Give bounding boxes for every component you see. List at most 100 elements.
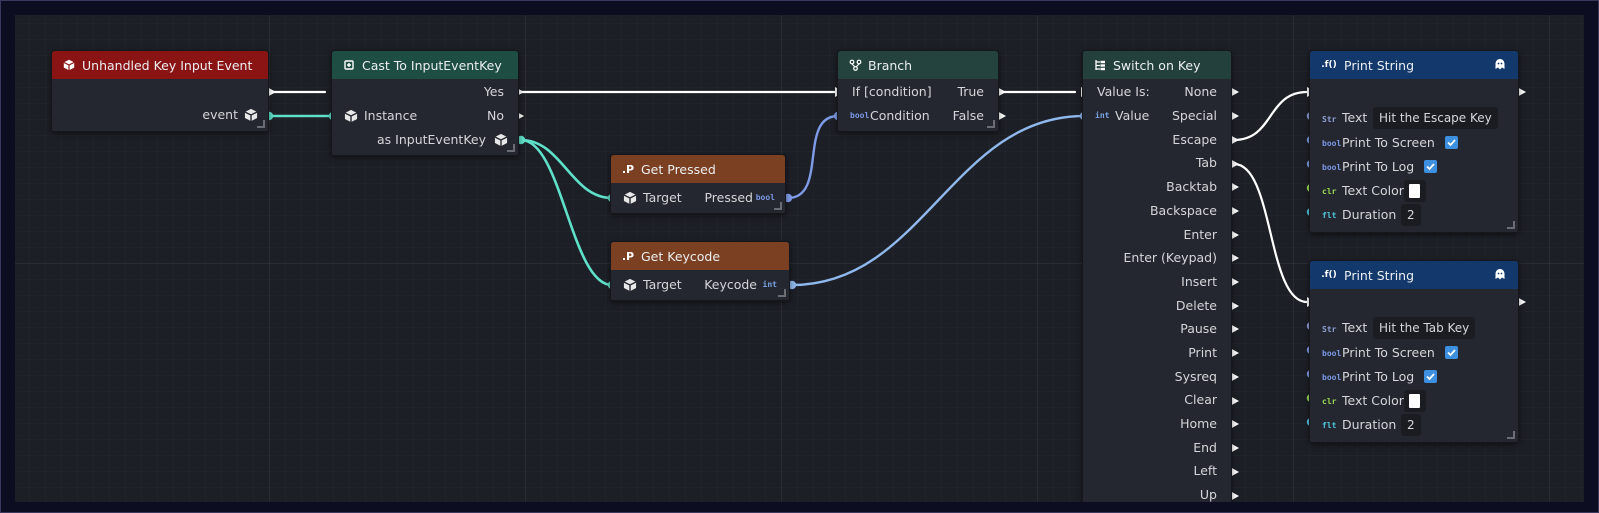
object-wire[interactable] <box>519 138 614 287</box>
node-unhandled-key-input-event[interactable]: Unhandled Key Input Event event <box>51 50 269 132</box>
case-label-up: Up <box>1199 487 1217 502</box>
field-label-duration: Duration <box>1342 417 1397 432</box>
node-header[interactable]: .f() Print String <box>1310 51 1518 79</box>
string-type-tag: Str <box>1322 115 1337 124</box>
print-to-screen-checkbox[interactable] <box>1445 346 1458 359</box>
exec-pin[interactable] <box>1517 297 1526 307</box>
node-print-string-tab[interactable]: .f() Print String Str Text Hit the Tab K… <box>1309 260 1519 443</box>
exec-pin[interactable] <box>267 87 276 97</box>
node-branch[interactable]: Branch If [condition] True bool Conditio… <box>837 50 999 132</box>
pin-label-false: False <box>952 108 984 123</box>
color-type-tag: clr <box>1322 397 1337 406</box>
exec-wire[interactable] <box>1232 162 1309 304</box>
check-icon <box>1447 139 1456 147</box>
node-header[interactable]: .f() Print String <box>1310 261 1518 289</box>
text-input[interactable]: Hit the Escape Key <box>1373 107 1498 129</box>
pin-label-target: Target <box>643 190 682 205</box>
resize-handle[interactable] <box>987 120 995 128</box>
bool-wire[interactable] <box>786 114 840 200</box>
exec-pin[interactable] <box>1230 87 1239 97</box>
node-get-pressed[interactable]: .P Get Pressed Target Pressed bool <box>610 154 786 214</box>
print-to-log-checkbox[interactable] <box>1424 160 1437 173</box>
object-type-icon <box>344 109 358 123</box>
exec-pin[interactable] <box>1230 324 1239 334</box>
node-title: Get Pressed <box>641 161 716 177</box>
debug-bug-icon <box>1495 59 1505 70</box>
field-label-text: Text <box>1342 320 1368 335</box>
node-get-keycode[interactable]: .P Get Keycode Target Keycode int <box>610 241 790 301</box>
pin-label-no: No <box>487 108 504 123</box>
exec-pin[interactable] <box>1230 301 1239 311</box>
exec-pin[interactable] <box>1230 419 1239 429</box>
field-label-text-color: Text Color <box>1342 393 1404 408</box>
node-header[interactable]: Branch <box>838 51 998 79</box>
int-type-tag: int <box>762 280 777 289</box>
exec-pin[interactable] <box>1230 348 1239 358</box>
node-header[interactable]: Switch on Key <box>1083 51 1231 79</box>
int-wire[interactable] <box>790 114 1086 287</box>
print-to-screen-checkbox[interactable] <box>1445 136 1458 149</box>
exec-pin[interactable] <box>1230 467 1239 477</box>
resize-handle[interactable] <box>257 120 265 128</box>
exec-pin[interactable] <box>1230 443 1239 453</box>
exec-pin[interactable] <box>1230 135 1239 145</box>
node-cast-to-inputeventkey[interactable]: Cast To InputEventKey Yes Instance No as… <box>331 50 519 156</box>
resize-handle[interactable] <box>774 202 782 210</box>
exec-pin[interactable] <box>1230 111 1239 121</box>
exec-pin[interactable] <box>997 87 1006 97</box>
node-print-string-escape[interactable]: .f() Print String Str Text Hit the Escap… <box>1309 50 1519 233</box>
bool-type-tag: bool <box>1322 139 1342 148</box>
text-input[interactable]: Hit the Tab Key <box>1373 317 1476 339</box>
bool-type-tag: bool <box>850 111 870 120</box>
switch-icon <box>1093 58 1107 72</box>
exec-pin[interactable] <box>1517 87 1526 97</box>
pin-label-if-condition: If [condition] <box>852 84 932 99</box>
pin-label-value: Value <box>1115 108 1150 123</box>
duration-input[interactable]: 2 <box>1401 204 1421 226</box>
exec-pin[interactable] <box>1230 396 1239 406</box>
exec-pin[interactable] <box>1230 230 1239 240</box>
exec-pin[interactable] <box>1230 372 1239 382</box>
print-to-log-checkbox[interactable] <box>1424 370 1437 383</box>
exec-pin[interactable] <box>1230 277 1239 287</box>
text-color-picker[interactable] <box>1404 180 1426 202</box>
case-label-print: Print <box>1188 345 1217 360</box>
exec-pin[interactable] <box>1230 182 1239 192</box>
object-type-icon <box>494 133 508 147</box>
exec-pin[interactable] <box>1230 206 1239 216</box>
pin-label-instance: Instance <box>364 108 418 123</box>
exec-pin[interactable] <box>1230 159 1239 169</box>
node-header[interactable]: Cast To InputEventKey <box>332 51 518 79</box>
node-title: Switch on Key <box>1113 57 1201 73</box>
object-wire[interactable] <box>519 138 614 200</box>
resize-handle[interactable] <box>1507 221 1515 229</box>
duration-input[interactable]: 2 <box>1401 414 1421 436</box>
resize-handle[interactable] <box>778 289 786 297</box>
cast-icon <box>342 58 356 72</box>
case-label-none: None <box>1184 84 1217 99</box>
case-label-tab: Tab <box>1195 155 1217 170</box>
resize-handle[interactable] <box>1507 431 1515 439</box>
node-header[interactable]: .P Get Keycode <box>611 242 789 270</box>
node-header[interactable]: Unhandled Key Input Event <box>52 51 268 79</box>
exec-pin[interactable] <box>997 111 1006 121</box>
bool-type-tag: bool <box>1322 373 1342 382</box>
case-label-home: Home <box>1180 416 1217 431</box>
exec-wire[interactable] <box>1232 90 1309 142</box>
node-header[interactable]: .P Get Pressed <box>611 155 785 183</box>
function-icon: .f() <box>1321 270 1337 280</box>
text-color-picker[interactable] <box>1404 390 1426 412</box>
case-label-end: End <box>1193 440 1217 455</box>
node-switch-on-key[interactable]: Switch on Key Value Is: int Value None S… <box>1082 50 1232 502</box>
connection-layer <box>264 87 1526 501</box>
resize-handle[interactable] <box>507 144 515 152</box>
int-type-tag: int <box>1095 111 1110 120</box>
graph-canvas[interactable]: Unhandled Key Input Event event Cast To … <box>15 15 1584 502</box>
bool-type-tag: bool <box>1322 349 1342 358</box>
node-title: Get Keycode <box>641 248 721 264</box>
exec-pin[interactable] <box>1230 491 1239 501</box>
string-type-tag: Str <box>1322 325 1337 334</box>
object-type-icon <box>244 108 258 122</box>
exec-pin[interactable] <box>1230 253 1239 263</box>
node-title: Branch <box>868 57 913 73</box>
